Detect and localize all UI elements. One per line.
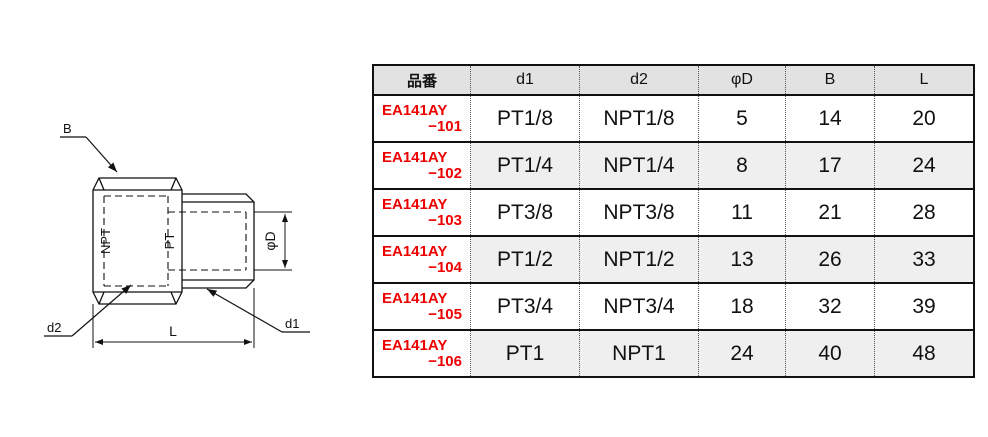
part-number-suffix: −106 bbox=[428, 352, 462, 370]
cell-phid: 24 bbox=[698, 330, 786, 378]
b-leader-line bbox=[60, 136, 118, 173]
cell-phid: 18 bbox=[698, 283, 786, 331]
cell-phid: 11 bbox=[698, 189, 786, 237]
column-header-part-number: 品番 bbox=[372, 64, 471, 96]
part-number-suffix: −101 bbox=[428, 117, 462, 135]
cell-b: 17 bbox=[785, 142, 875, 190]
part-number-prefix: EA141AY bbox=[382, 289, 448, 307]
cell-d1: PT3/4 bbox=[470, 283, 580, 331]
cell-d1: PT3/8 bbox=[470, 189, 580, 237]
cell-phid: 13 bbox=[698, 236, 786, 284]
cell-b: 32 bbox=[785, 283, 875, 331]
part-number-prefix: EA141AY bbox=[382, 336, 448, 354]
cell-d1: PT1/2 bbox=[470, 236, 580, 284]
part-number-prefix: EA141AY bbox=[382, 242, 448, 260]
hex-corner-bottom-left bbox=[98, 291, 105, 305]
cell-d1: PT1/4 bbox=[470, 142, 580, 190]
table-row: EA141AY −103 PT3/8 NPT3/8 11 21 28 bbox=[372, 189, 975, 237]
cell-l: 28 bbox=[874, 189, 975, 237]
cell-phid: 8 bbox=[698, 142, 786, 190]
cell-d2: NPT3/4 bbox=[579, 283, 699, 331]
table-row: EA141AY −106 PT1 NPT1 24 40 48 bbox=[372, 330, 975, 378]
cell-part-number: EA141AY −106 bbox=[372, 330, 471, 378]
b-label: B bbox=[63, 121, 72, 136]
hex-corner-bottom-right bbox=[170, 291, 177, 305]
inner-thread-label: NPT bbox=[98, 228, 113, 254]
cell-b: 14 bbox=[785, 95, 875, 143]
part-number-prefix: EA141AY bbox=[382, 101, 448, 119]
table-row: EA141AY −101 PT1/8 NPT1/8 5 14 20 bbox=[372, 95, 975, 143]
cell-l: 24 bbox=[874, 142, 975, 190]
specification-table: 品番 d1 d2 φD B L EA141AY −101 PT1/8 NPT1/… bbox=[372, 64, 975, 378]
cell-part-number: EA141AY −103 bbox=[372, 189, 471, 237]
technical-drawing: NPT PT B φD d2 d1 L bbox=[44, 121, 310, 348]
d2-leader-line bbox=[44, 284, 132, 337]
table-body: EA141AY −101 PT1/8 NPT1/8 5 14 20 EA141A… bbox=[372, 95, 975, 378]
d1-leader-line bbox=[206, 288, 310, 333]
table-row: EA141AY −105 PT3/4 NPT3/4 18 32 39 bbox=[372, 283, 975, 331]
hidden-bore-lines bbox=[103, 195, 247, 287]
cell-l: 20 bbox=[874, 95, 975, 143]
cell-d2: NPT1/2 bbox=[579, 236, 699, 284]
cell-b: 21 bbox=[785, 189, 875, 237]
table-header-row: 品番 d1 d2 φD B L bbox=[372, 64, 975, 96]
column-header-phid: φD bbox=[698, 64, 786, 96]
male-thread-outline bbox=[182, 193, 255, 289]
phid-extension-lines bbox=[254, 211, 292, 271]
hex-corner-top-right bbox=[170, 177, 177, 191]
phid-label: φD bbox=[262, 231, 278, 250]
table-row: EA141AY −104 PT1/2 NPT1/2 13 26 33 bbox=[372, 236, 975, 284]
spec-table-container: 品番 d1 d2 φD B L EA141AY −101 PT1/8 NPT1/… bbox=[372, 64, 975, 378]
part-number-suffix: −105 bbox=[428, 305, 462, 323]
l-label: L bbox=[169, 323, 177, 339]
outer-thread-label: PT bbox=[162, 233, 177, 250]
l-extension-lines bbox=[92, 288, 255, 348]
cell-l: 39 bbox=[874, 283, 975, 331]
part-number-prefix: EA141AY bbox=[382, 195, 448, 213]
cell-phid: 5 bbox=[698, 95, 786, 143]
column-header-d1: d1 bbox=[470, 64, 580, 96]
d1-label: d1 bbox=[285, 316, 299, 331]
cell-b: 26 bbox=[785, 236, 875, 284]
cell-b: 40 bbox=[785, 330, 875, 378]
column-header-part-number-label: 品番 bbox=[406, 71, 437, 90]
cell-d2: NPT1/8 bbox=[579, 95, 699, 143]
table-row: EA141AY −102 PT1/4 NPT1/4 8 17 24 bbox=[372, 142, 975, 190]
cell-part-number: EA141AY −101 bbox=[372, 95, 471, 143]
d2-label: d2 bbox=[47, 320, 61, 335]
column-header-l: L bbox=[874, 64, 975, 96]
cell-d1: PT1/8 bbox=[470, 95, 580, 143]
column-header-d2: d2 bbox=[579, 64, 699, 96]
column-header-b: B bbox=[785, 64, 875, 96]
cell-part-number: EA141AY −105 bbox=[372, 283, 471, 331]
cell-l: 33 bbox=[874, 236, 975, 284]
cell-d2: NPT1 bbox=[579, 330, 699, 378]
part-number-suffix: −103 bbox=[428, 211, 462, 229]
part-number-suffix: −102 bbox=[428, 164, 462, 182]
cell-l: 48 bbox=[874, 330, 975, 378]
cell-d2: NPT1/4 bbox=[579, 142, 699, 190]
cell-d2: NPT3/8 bbox=[579, 189, 699, 237]
cell-part-number: EA141AY −102 bbox=[372, 142, 471, 190]
cell-d1: PT1 bbox=[470, 330, 580, 378]
fitting-body bbox=[92, 177, 255, 305]
part-number-suffix: −104 bbox=[428, 258, 462, 276]
cell-part-number: EA141AY −104 bbox=[372, 236, 471, 284]
part-number-prefix: EA141AY bbox=[382, 148, 448, 166]
hex-corner-top-left bbox=[98, 177, 105, 191]
